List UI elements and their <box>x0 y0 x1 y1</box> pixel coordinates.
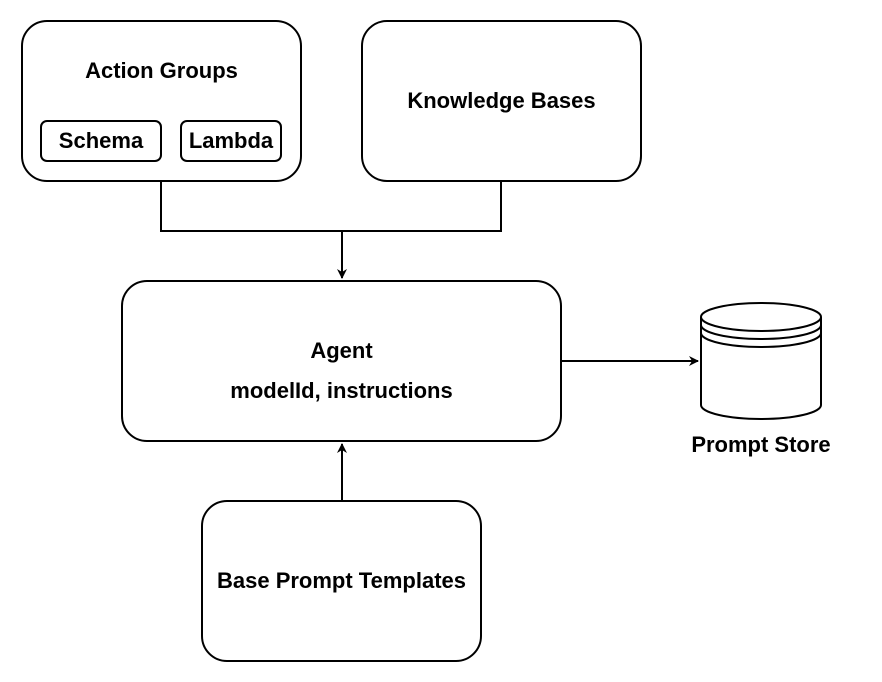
lambda-label: Lambda <box>188 128 274 153</box>
prompt-store-database-icon[interactable] <box>700 302 822 420</box>
action-groups-title: Action Groups <box>85 58 238 83</box>
prompt-store-label: Prompt Store <box>691 432 831 457</box>
agent-title: Agent <box>310 338 373 363</box>
schema-node[interactable]: Schema <box>40 120 162 162</box>
edge-knowledge-bases-to-agent <box>342 182 502 232</box>
knowledge-bases-title: Knowledge Bases <box>407 88 596 113</box>
agent-node[interactable]: Agent modelId, instructions <box>121 280 562 442</box>
base-prompt-templates-node[interactable]: Base Prompt Templates <box>201 500 482 662</box>
lambda-node[interactable]: Lambda <box>180 120 282 162</box>
edge-action-groups-to-agent <box>160 182 342 232</box>
agent-subtitle: modelId, instructions <box>230 378 453 403</box>
knowledge-bases-node[interactable]: Knowledge Bases <box>361 20 642 182</box>
schema-label: Schema <box>58 128 144 153</box>
base-prompt-templates-title: Base Prompt Templates <box>216 568 466 593</box>
